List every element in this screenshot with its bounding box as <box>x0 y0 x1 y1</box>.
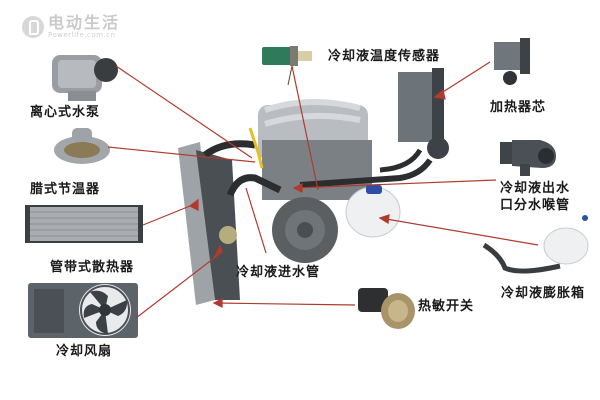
watermark-url: Powerlife.com.cn <box>48 31 116 39</box>
label-coolant-outlet: 冷却液出水 口分水喉管 <box>500 181 571 213</box>
label-expansion-tank: 冷却液膨胀箱 <box>501 286 586 301</box>
thermo-switch-image <box>358 288 415 329</box>
water-pump-image <box>52 55 118 101</box>
label-thermostat: 腊式节温器 <box>30 182 101 197</box>
heater-core-image <box>494 38 530 85</box>
leader-lines <box>107 61 539 319</box>
coolant-outlet-image <box>500 140 556 176</box>
label-cooling-fan: 冷却风扇 <box>56 344 113 359</box>
label-heater-core: 加热器芯 <box>490 100 547 115</box>
thermostat-image <box>54 128 110 164</box>
radiator-image <box>25 205 143 243</box>
watermark-logo: 电动生活 Powerlife.com.cn <box>22 14 120 39</box>
assembly-image <box>178 68 449 305</box>
label-radiator: 管带式散热器 <box>50 260 135 275</box>
label-thermo-switch: 热敏开关 <box>418 299 475 314</box>
label-water-pump: 离心式水泵 <box>30 105 101 120</box>
cooling-fan-image <box>28 283 138 338</box>
coolant-temp-sensor-image <box>262 46 312 86</box>
expansion-tank-image <box>482 215 589 274</box>
power-logo-icon <box>22 15 44 38</box>
label-coolant-temp-sensor: 冷却液温度传感器 <box>328 49 441 64</box>
label-coolant-inlet-pipe: 冷却液进水管 <box>236 265 321 280</box>
watermark-brand: 电动生活 <box>48 13 121 32</box>
